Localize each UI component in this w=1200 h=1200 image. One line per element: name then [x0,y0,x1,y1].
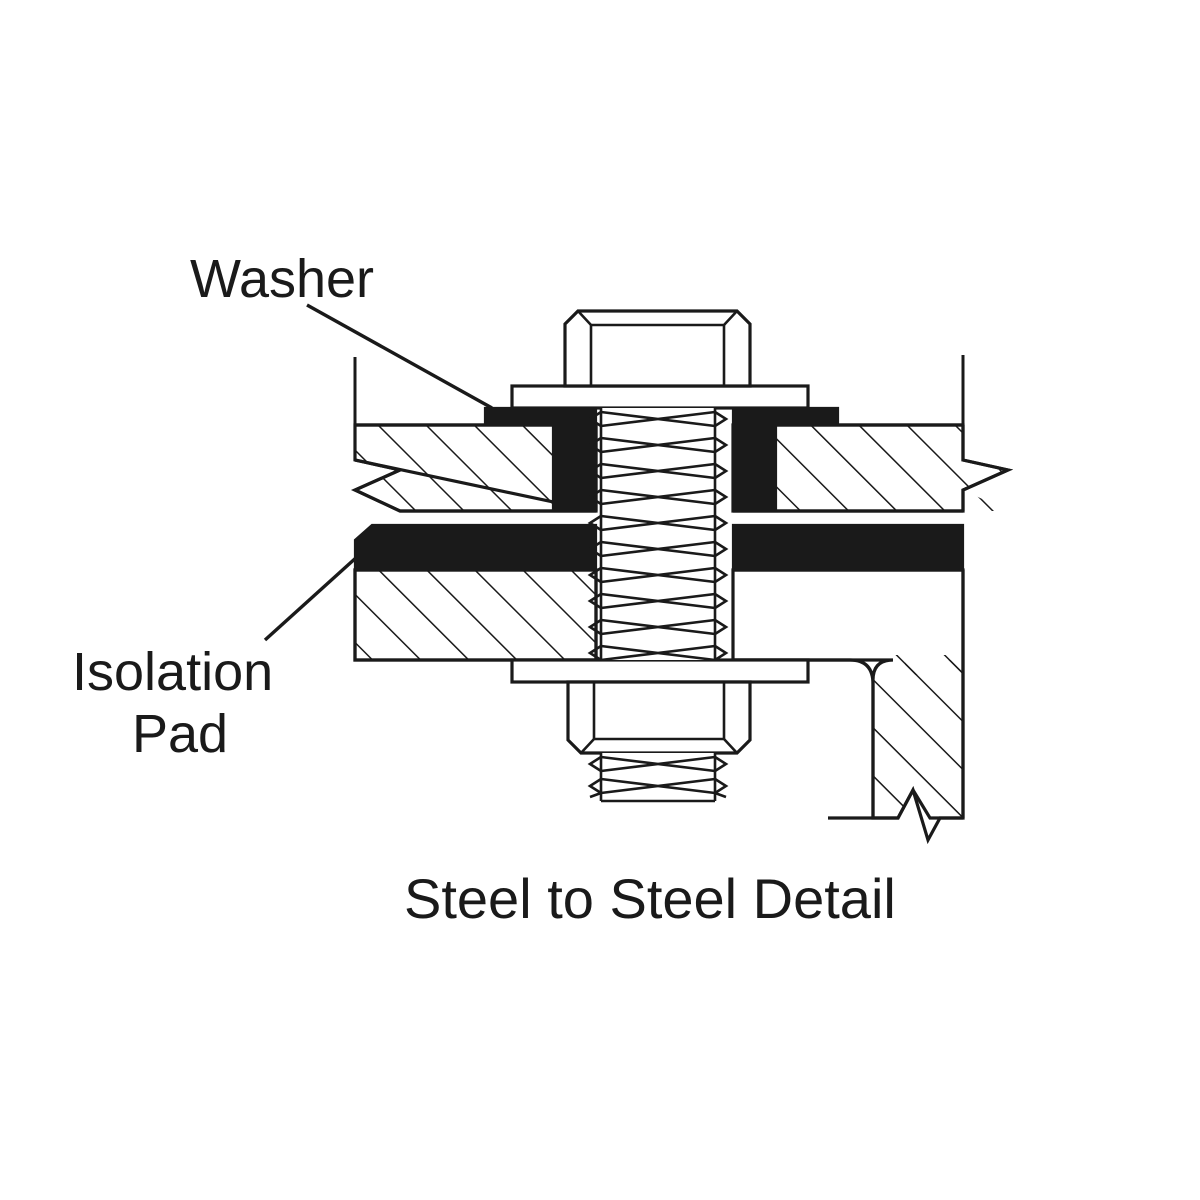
section-hatch [355,570,596,660]
upper-steel-plate-right [731,423,1014,513]
bottom-washer [510,658,810,684]
lower-steel-member-left [353,568,598,662]
washer-leader-line [306,303,493,410]
bolt-thread-pattern-tail [587,753,729,803]
isolation-pad-label-line2: Pad [132,704,228,764]
section-hatch-leg [873,655,963,818]
isolation-pad-leader-line [263,554,360,642]
lower-member-break-line [828,785,963,845]
top-washer [510,384,810,410]
washer-label: Washer [190,249,374,309]
bolt-thread-crest-right [714,410,729,662]
drawing-caption: Steel to Steel Detail [404,867,896,930]
bolt-thread-pattern-upper [600,410,716,662]
top-hex-nut [563,309,752,388]
isolation-pad-label-line1: Isolation [72,642,273,702]
threaded-bolt [587,408,729,803]
bottom-hex-nut [566,680,752,755]
bolt-thread-crest-left [587,410,602,662]
middle-isolation-pad [353,523,965,572]
